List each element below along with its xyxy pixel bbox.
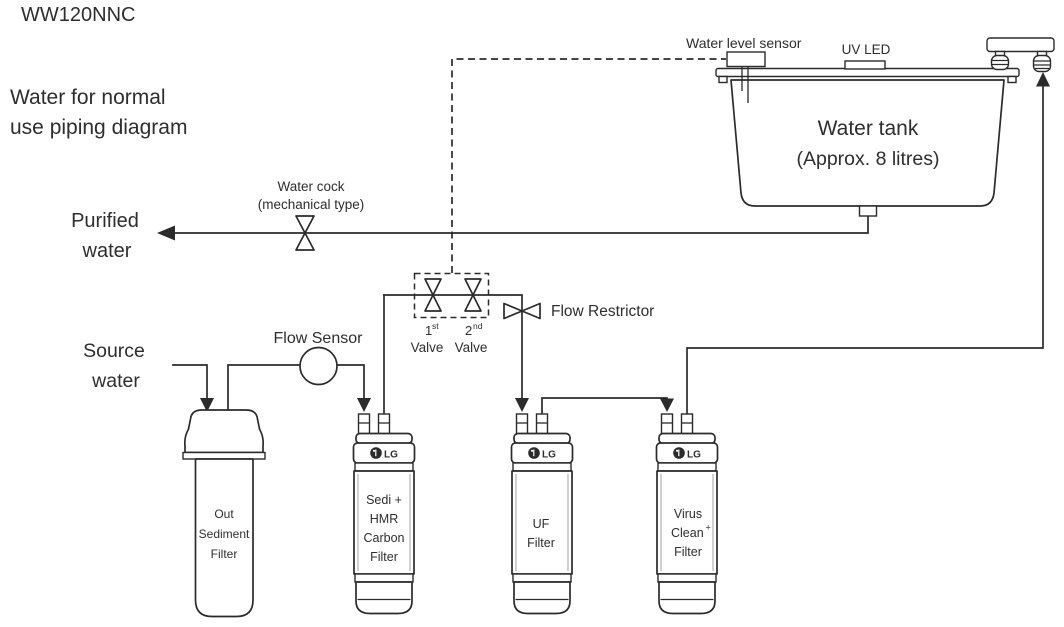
purified-water-label-1: Purified (71, 210, 139, 232)
sediment-to-carbon-pipe (227, 364, 365, 412)
sensor-control-dashed-line (451, 58, 726, 273)
sediment-body (194, 458, 254, 618)
source-water-label-1: Source (83, 340, 145, 362)
sediment-flange (182, 451, 266, 460)
sediment-cap (183, 409, 265, 454)
subtitle-line1: Water for normal (10, 86, 166, 109)
flow-sensor-label: Flow Sensor (274, 330, 364, 347)
fitting-left-connector (990, 54, 1010, 71)
purified-water-pipe (173, 214, 869, 234)
valve-symbols (295, 215, 541, 320)
valve2-ordinal: nd (473, 321, 483, 331)
valve2-label: Valve (455, 340, 488, 355)
virus-filter-label-2-sup: + (706, 523, 711, 533)
uf-filter-label-2: Filter (527, 536, 555, 550)
virus-inlet-arrow (660, 398, 674, 412)
second-valve-upper (464, 278, 482, 296)
flow-sensor-symbol (299, 346, 338, 386)
tank-lid-lip-right (1007, 75, 1017, 84)
sedi-hmr-label-2: HMR (370, 512, 398, 526)
sedi-hmr-label-4: Filter (370, 550, 398, 564)
water-cock-valve-upper (295, 215, 315, 234)
water-tank (715, 37, 1055, 217)
uf-to-virus-pipe (541, 397, 668, 415)
water-cock-valve-lower (295, 232, 315, 251)
subtitle-line2: use piping diagram (10, 116, 187, 139)
valve-line-to-uf (383, 294, 523, 400)
valve2-number: 2 (465, 323, 472, 338)
model-label: WW120NNC (21, 4, 135, 26)
carbon-inlet-arrow (357, 398, 371, 412)
sediment-filter-label-1: Out (214, 507, 234, 521)
pipes (157, 72, 1050, 415)
uf-filter-label-1: UF (533, 517, 550, 531)
water-level-sensor-label: Water level sensor (686, 35, 802, 51)
fitting-right-bands (1034, 60, 1051, 70)
inlet-fitting-bar (986, 37, 1055, 53)
virus-filter-label-3: Filter (674, 545, 702, 559)
flow-restrictor-left (503, 302, 523, 320)
valve1-number: 1 (425, 323, 432, 338)
uf-inlet-arrow (515, 398, 529, 412)
water-cock-label-1: Water cock (277, 179, 344, 194)
first-valve-upper (424, 278, 442, 296)
purified-water-arrow (157, 225, 175, 241)
water-level-sensor-symbol (726, 51, 766, 68)
fitting-left-bands (992, 59, 1009, 66)
sedi-hmr-label-1: Sedi + (366, 493, 402, 507)
virus-filter-label-2: Clean (671, 526, 704, 540)
valve1-label: Valve (411, 340, 444, 355)
water-cock-label-2: (mechanical type) (258, 197, 365, 212)
source-water-arrow (200, 398, 214, 412)
virus-to-tank-pipe (686, 85, 1044, 415)
second-valve-lower (464, 294, 482, 312)
sediment-filter-label-3: Filter (211, 547, 238, 561)
source-water-pipe (172, 364, 208, 400)
flow-restrictor-label: Flow Restrictor (551, 303, 654, 320)
source-water-label-2: water (91, 370, 140, 392)
tank-body (730, 79, 1005, 207)
tank-inlet-arrow (1036, 72, 1050, 87)
sediment-filter (182, 409, 266, 618)
tank-capacity-label: (Approx. 8 litres) (796, 148, 939, 170)
tank-lid-lip-left (718, 75, 728, 84)
sediment-filter-label-2: Sediment (199, 527, 250, 541)
valves-dashed-box (413, 272, 490, 319)
sedi-hmr-label-3: Carbon (364, 531, 405, 545)
purified-water-label-2: water (82, 240, 132, 262)
fitting-right-connector (1032, 54, 1052, 73)
valve1-ordinal: st (432, 321, 439, 331)
filter-cartridge-uf (510, 413, 574, 615)
flow-restrictor-right (521, 302, 541, 320)
tank-outlet-spigot (858, 205, 878, 217)
uv-led-symbol (844, 60, 886, 70)
uv-led-label: UV LED (842, 42, 891, 57)
virus-filter-label-1: Virus (674, 507, 702, 521)
tank-name-label: Water tank (818, 117, 919, 140)
first-valve-lower (424, 294, 442, 312)
